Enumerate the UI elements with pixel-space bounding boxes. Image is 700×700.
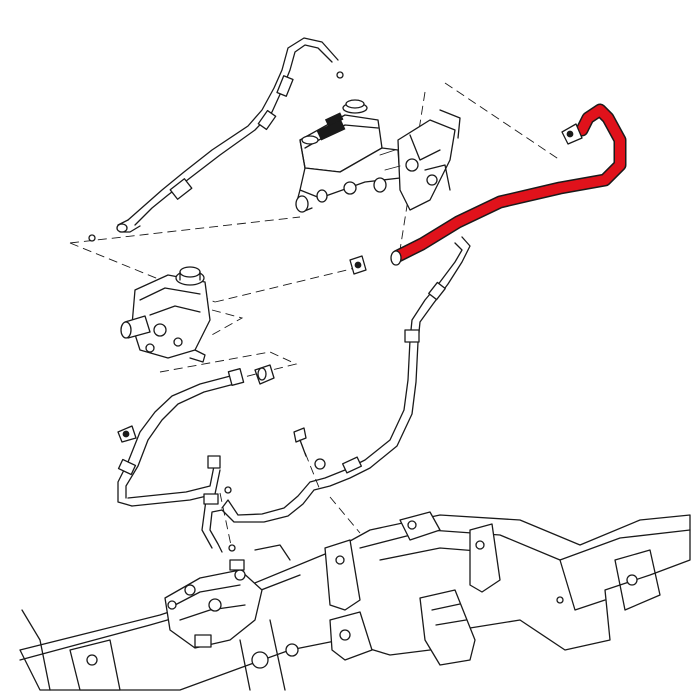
return-line (201, 236, 471, 553)
return-hose-highlighted (349, 103, 627, 275)
steering-gear (164, 544, 291, 649)
vehicle-frame (19, 511, 691, 691)
master-cylinder (295, 99, 461, 213)
power-steering-pump (120, 266, 211, 363)
upper-brake-line (88, 37, 344, 242)
pressure-hose (117, 364, 275, 507)
